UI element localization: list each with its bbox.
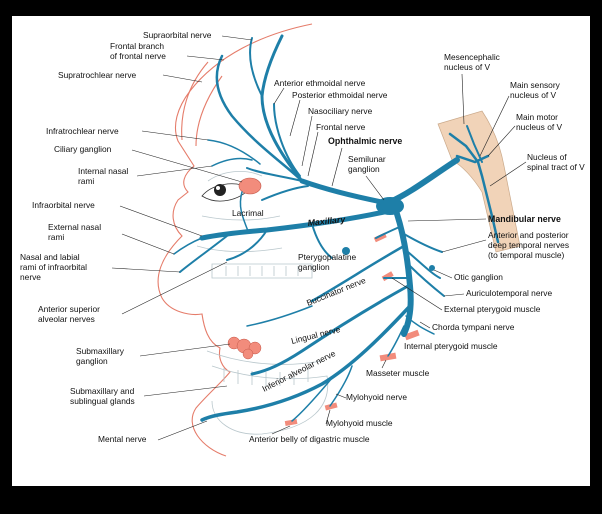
- label-frontal: Frontal nerve: [316, 122, 366, 132]
- label-internal-nasal-2: rami: [78, 176, 94, 186]
- label-main-motor-2: nucleus of V: [516, 122, 563, 132]
- diagram-canvas: Supraorbital nerve Frontal branch of fro…: [12, 16, 590, 486]
- label-submax-glands-1: Submaxillary and: [70, 386, 135, 396]
- label-digastric: Anterior belly of digastric muscle: [249, 434, 370, 444]
- label-main-sensory-2: nucleus of V: [510, 90, 557, 100]
- face-outline: [157, 23, 313, 457]
- label-post-ethmoidal: Posterior ethmoidal nerve: [292, 90, 388, 100]
- label-infratrochlear: Infratrochlear nerve: [46, 126, 119, 136]
- ganglion-dots: [342, 247, 435, 271]
- label-nasal-labial-3: nerve: [20, 272, 41, 282]
- left-labels: Supraorbital nerve Frontal branch of fro…: [20, 30, 253, 444]
- label-ant-post-deep-2: deep temporal nerves: [488, 240, 569, 250]
- pterygopalatine-ganglion-shape: [342, 247, 350, 255]
- brainstem: [437, 110, 521, 253]
- digastric-shape: [284, 418, 298, 426]
- trigeminal-nerve-diagram: Supraorbital nerve Frontal branch of fro…: [20, 23, 585, 457]
- label-frontal-branch-2: of frontal nerve: [110, 51, 166, 61]
- nerve-tree: [173, 34, 460, 422]
- label-mesencephalic-1: Mesencephalic: [444, 52, 500, 62]
- label-mental: Mental nerve: [98, 434, 147, 444]
- label-internal-nasal-1: Internal nasal: [78, 166, 128, 176]
- label-infraorbital: Infraorbital nerve: [32, 200, 95, 210]
- label-ant-ethmoidal: Anterior ethmoidal nerve: [274, 78, 366, 88]
- label-chorda: Chorda tympani nerve: [432, 322, 515, 332]
- skull-lines: [196, 171, 329, 435]
- right-labels: Mesencephalic nucleus of V Main sensory …: [391, 52, 585, 351]
- label-mesencephalic-2: nucleus of V: [444, 62, 491, 72]
- label-otic: Otic ganglion: [454, 272, 503, 282]
- label-ant-sup-alv-1: Anterior superior: [38, 304, 100, 314]
- label-spinal-1: Nucleus of: [527, 152, 567, 162]
- label-external-nasal-1: External nasal: [48, 222, 101, 232]
- label-nasociliary: Nasociliary nerve: [308, 106, 373, 116]
- label-nasal-labial-1: Nasal and labial: [20, 252, 80, 262]
- int-pterygoid-shape: [404, 329, 420, 341]
- otic-ganglion-shape: [429, 265, 435, 271]
- label-main-sensory-1: Main sensory: [510, 80, 561, 90]
- label-nasal-labial-2: rami of infraorbital: [20, 262, 87, 272]
- label-ant-post-deep-3: (to temporal muscle): [488, 250, 565, 260]
- label-ext-pterygoid: External pterygoid muscle: [444, 304, 541, 314]
- label-mylohyoid-nerve: Mylohyoid nerve: [346, 392, 407, 402]
- label-spinal-2: spinal tract of V: [527, 162, 585, 172]
- muscle-shapes: [227, 177, 420, 426]
- label-maxillary: Maxillary: [307, 214, 347, 228]
- label-auriculotemporal: Auriculotemporal nerve: [466, 288, 552, 298]
- label-int-pterygoid: Internal pterygoid muscle: [404, 341, 498, 351]
- label-mandibular: Mandibular nerve: [488, 214, 561, 224]
- label-supratrochlear: Supratrochlear nerve: [58, 70, 137, 80]
- masseter-shape: [379, 352, 397, 362]
- mylohyoid-shape: [324, 402, 338, 411]
- label-submax-gang-2: ganglion: [76, 356, 108, 366]
- label-inf-alveolar: Inferior alveolar nerve: [260, 348, 337, 394]
- label-lacrimal: Lacrimal: [232, 208, 264, 218]
- label-semilunar-2: ganglion: [348, 164, 380, 174]
- label-buccinator: Buccinator nerve: [305, 275, 367, 308]
- label-ophthalmic: Ophthalmic nerve: [328, 136, 402, 146]
- label-mylohyoid-muscle: Mylohyoid muscle: [326, 418, 393, 428]
- label-submax-gang-1: Submaxillary: [76, 346, 125, 356]
- label-semilunar-1: Semilunar: [348, 154, 386, 164]
- label-pterygo-2: ganglion: [298, 262, 330, 272]
- label-external-nasal-2: rami: [48, 232, 64, 242]
- label-supraorbital: Supraorbital nerve: [143, 30, 212, 40]
- label-ciliary: Ciliary ganglion: [54, 144, 112, 154]
- center-labels: Anterior ethmoidal nerve Posterior ethmo…: [232, 78, 430, 444]
- label-submax-glands-2: sublingual glands: [70, 396, 135, 406]
- ext-pterygoid-shape: [381, 271, 394, 282]
- label-main-motor-1: Main motor: [516, 112, 558, 122]
- label-ant-post-deep-1: Anterior and posterior: [488, 230, 569, 240]
- submaxillary-gland-shape: [227, 336, 262, 360]
- label-masseter: Masseter muscle: [366, 368, 430, 378]
- label-ant-sup-alv-2: alveolar nerves: [38, 314, 95, 324]
- ciliary-ganglion-shape: [238, 177, 262, 195]
- label-pterygo-1: Pterygopalatine: [298, 252, 357, 262]
- label-frontal-branch-1: Frontal branch: [110, 41, 164, 51]
